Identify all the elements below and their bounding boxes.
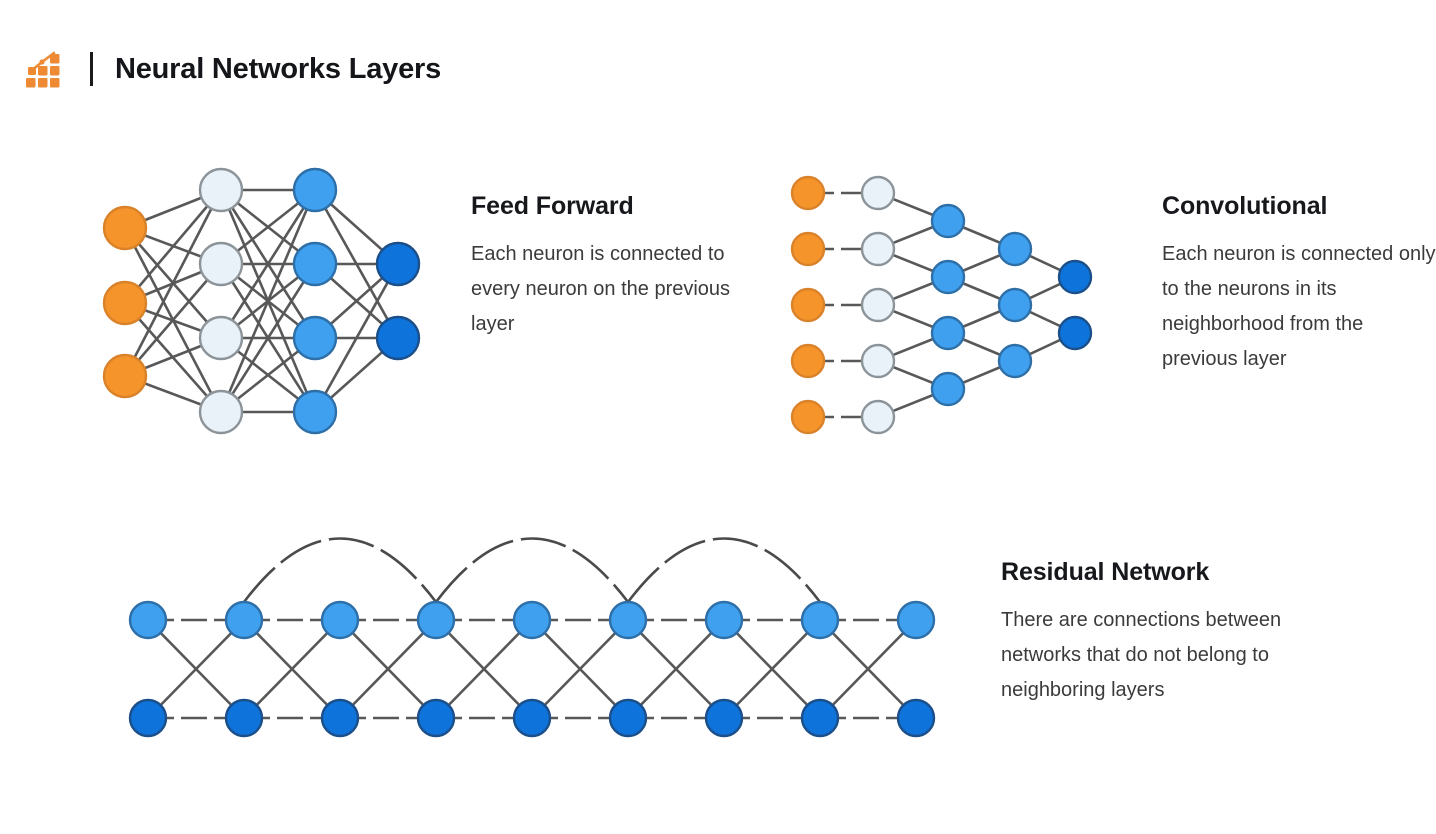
- network-node-orange: [790, 343, 826, 379]
- network-node-pale: [198, 167, 244, 213]
- network-edge: [219, 189, 317, 413]
- residual-skip-arc: [434, 537, 630, 603]
- network-edge: [531, 619, 629, 719]
- network-edge: [819, 619, 917, 719]
- feed-forward-text-block: Feed Forward Each neuron is connected to…: [471, 192, 731, 342]
- network-node-light-blue: [896, 600, 936, 640]
- network-node-pale: [198, 241, 244, 287]
- network-node-orange: [790, 231, 826, 267]
- network-node-light-blue: [997, 287, 1033, 323]
- network-node-light-blue: [930, 315, 966, 351]
- network-node-dark-blue: [896, 698, 936, 738]
- network-node-light-blue: [416, 600, 456, 640]
- bar-chart-logo-icon: [26, 51, 60, 88]
- residual-nodes: [128, 600, 936, 738]
- network-node-light-blue: [704, 600, 744, 640]
- network-node-pale: [198, 315, 244, 361]
- network-node-orange: [102, 280, 148, 326]
- residual-network-description: There are connections between networks t…: [1001, 609, 1282, 701]
- network-node-pale: [198, 389, 244, 435]
- network-edge: [313, 263, 400, 413]
- network-node-orange: [102, 353, 148, 399]
- network-node-light-blue: [320, 600, 360, 640]
- convolutional-description: Each neuron is connected only to the neu…: [1162, 243, 1436, 370]
- convolutional-svg: [790, 175, 1093, 435]
- convolutional-text-block: Convolutional Each neuron is connected o…: [1162, 192, 1436, 377]
- network-node-pale: [860, 287, 896, 323]
- network-node-light-blue: [997, 231, 1033, 267]
- network-edge: [219, 189, 317, 339]
- network-edge: [123, 189, 223, 377]
- network-node-dark-blue: [800, 698, 840, 738]
- network-node-orange: [790, 399, 826, 435]
- network-edge: [339, 619, 437, 719]
- network-edge: [147, 619, 245, 719]
- page-title: Neural Networks Layers: [115, 52, 442, 85]
- residual-network-text-block: Residual Network There are connections b…: [1001, 558, 1301, 708]
- network-node-dark-blue: [608, 698, 648, 738]
- feed-forward-nodes: [102, 167, 421, 435]
- network-node-pale: [860, 231, 896, 267]
- network-node-light-blue: [292, 241, 338, 287]
- network-edge: [243, 619, 341, 719]
- network-node-dark-blue: [224, 698, 264, 738]
- convolutional-nodes: [790, 175, 1093, 435]
- network-edge: [219, 263, 317, 413]
- network-node-light-blue: [930, 371, 966, 407]
- network-node-light-blue: [608, 600, 648, 640]
- residual-skip-arc: [242, 537, 438, 603]
- residual-network-svg: [128, 537, 936, 738]
- network-edge: [627, 619, 725, 719]
- network-node-dark-blue: [128, 698, 168, 738]
- network-node-light-blue: [292, 389, 338, 435]
- network-node-dark-blue: [1057, 315, 1093, 351]
- network-edge: [124, 263, 222, 377]
- feed-forward-description: Each neuron is connected to every neuron…: [471, 243, 731, 335]
- network-node-light-blue: [512, 600, 552, 640]
- network-edge: [435, 619, 533, 719]
- network-node-light-blue: [292, 167, 338, 213]
- network-node-light-blue: [800, 600, 840, 640]
- feed-forward-edges: [123, 188, 400, 414]
- residual-skip-arcs: [242, 537, 822, 603]
- network-node-dark-blue: [1057, 259, 1093, 295]
- network-node-pale: [860, 399, 896, 435]
- network-edge: [723, 619, 821, 719]
- network-node-light-blue: [930, 203, 966, 239]
- network-node-dark-blue: [704, 698, 744, 738]
- network-node-pale: [860, 343, 896, 379]
- network-node-orange: [790, 287, 826, 323]
- convolutional-diagram: [785, 166, 1115, 456]
- header-divider: [90, 52, 93, 86]
- network-node-pale: [860, 175, 896, 211]
- network-node-light-blue: [224, 600, 264, 640]
- feed-forward-svg: [102, 167, 421, 435]
- feed-forward-diagram: [95, 158, 445, 458]
- network-edge: [124, 189, 222, 304]
- network-node-light-blue: [292, 315, 338, 361]
- network-node-light-blue: [128, 600, 168, 640]
- residual-skip-arc: [626, 537, 822, 603]
- network-node-dark-blue: [375, 315, 421, 361]
- network-node-orange: [102, 205, 148, 251]
- page-header: Neural Networks Layers: [24, 40, 441, 98]
- network-node-light-blue: [997, 343, 1033, 379]
- network-node-orange: [790, 175, 826, 211]
- residual-network-heading: Residual Network: [1001, 558, 1210, 586]
- feed-forward-heading: Feed Forward: [471, 192, 634, 220]
- convolutional-heading: Convolutional: [1162, 192, 1328, 220]
- network-node-light-blue: [930, 259, 966, 295]
- residual-network-diagram: [118, 525, 978, 775]
- network-node-dark-blue: [320, 698, 360, 738]
- network-node-dark-blue: [375, 241, 421, 287]
- network-node-dark-blue: [512, 698, 552, 738]
- network-node-dark-blue: [416, 698, 456, 738]
